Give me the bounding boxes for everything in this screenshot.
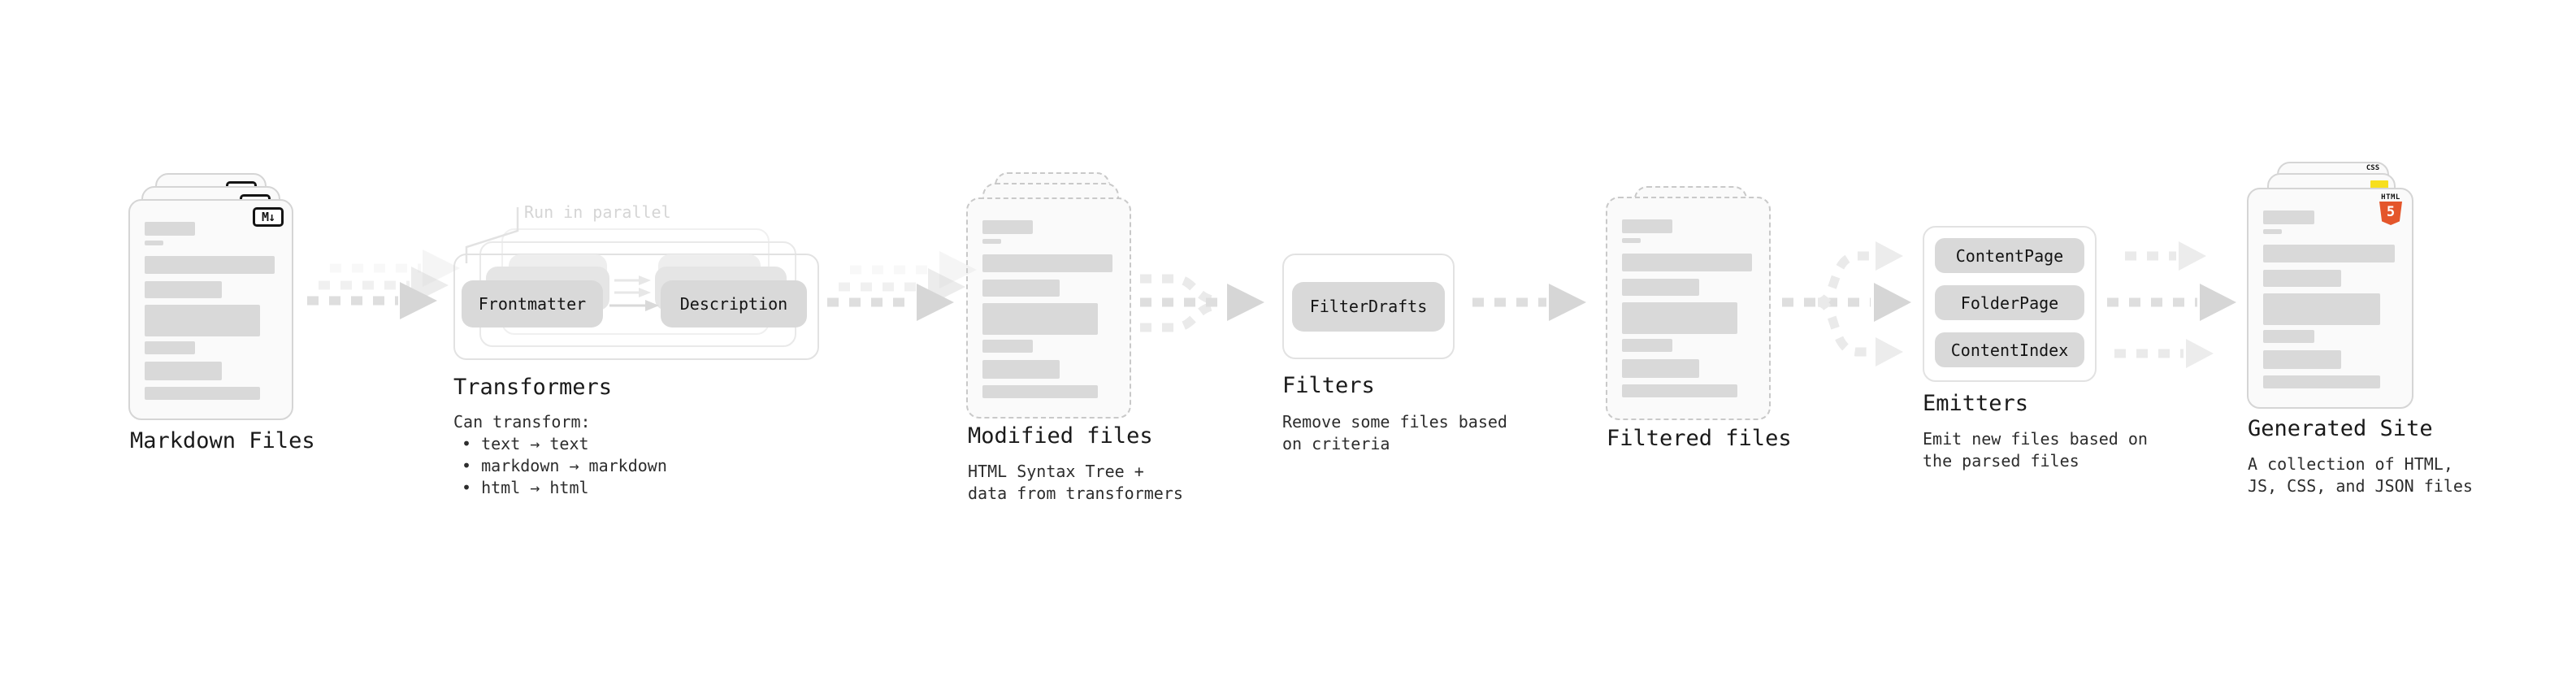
desc-line: JS, CSS, and JSON files — [2248, 476, 2473, 496]
desc-line: A collection of HTML, — [2248, 454, 2453, 474]
doc-text-bar — [1622, 219, 1672, 233]
pill-label: ContentIndex — [1950, 340, 2069, 360]
modified-files-description: HTML Syntax Tree + data from transformer… — [968, 461, 1183, 505]
arrow-filters-to-filtered — [1472, 284, 1586, 321]
desc-line: Emit new files based on — [1923, 429, 2148, 449]
generated-file-card-front: HTML 5 — [2247, 188, 2413, 409]
doc-text-bar — [2263, 245, 2395, 262]
markdown-file-card-front: M↓ — [128, 199, 293, 420]
markdown-icon-text: M↓ — [261, 210, 275, 224]
desc-line: on criteria — [1282, 434, 1390, 453]
markdown-icon: M↓ — [253, 207, 284, 227]
modified-file-card-front — [966, 197, 1131, 419]
emitter-pill-contentpage: ContentPage — [1935, 238, 2084, 273]
emitters-label: Emitters — [1923, 391, 2029, 416]
doc-text-bar — [145, 222, 195, 236]
arrow-markdown-to-transformers — [307, 249, 460, 319]
css-badge-text: CSS — [2366, 164, 2380, 172]
transformer-pill-description: Description — [661, 280, 807, 327]
doc-text-bar — [145, 256, 275, 274]
filters-label: Filters — [1282, 373, 1375, 398]
filter-pill-filterdrafts: FilterDrafts — [1292, 281, 1445, 332]
doc-text-bar — [1622, 302, 1737, 334]
pill-label: Description — [679, 294, 788, 314]
desc-line: Remove some files based — [1282, 412, 1507, 432]
doc-text-bar — [2263, 293, 2380, 325]
doc-text-bar — [145, 362, 222, 380]
doc-text-bar — [982, 220, 1033, 234]
emitter-pill-folderpage: FolderPage — [1935, 285, 2084, 320]
desc-line: data from transformers — [968, 484, 1183, 503]
run-in-parallel-annotation: Run in parallel — [524, 202, 671, 222]
arrow-emitters-to-generated — [2107, 241, 2236, 368]
emitters-description: Emit new files based on the parsed files — [1923, 428, 2148, 472]
filtered-files-label: Filtered files — [1607, 426, 1792, 451]
doc-text-bar — [145, 387, 260, 400]
transformers-label: Transformers — [453, 375, 613, 400]
doc-text-bar — [982, 385, 1098, 398]
filters-description: Remove some files based on criteria — [1282, 411, 1507, 455]
doc-text-bar — [1622, 384, 1737, 397]
desc-line: the parsed files — [1923, 451, 2079, 471]
modified-files-label: Modified files — [968, 423, 1153, 449]
desc-line: • text → text — [462, 434, 589, 453]
markdown-files-label: Markdown Files — [130, 428, 315, 453]
desc-line: • html → html — [462, 478, 589, 497]
doc-text-bar — [145, 281, 222, 298]
doc-text-bar — [1622, 359, 1699, 378]
doc-text-bar — [2263, 350, 2341, 369]
desc-line: Can transform: — [453, 412, 591, 432]
doc-content-placeholder — [982, 220, 1115, 398]
doc-content-placeholder — [1622, 219, 1754, 397]
doc-text-bar — [2263, 375, 2380, 388]
doc-text-bar — [2263, 210, 2314, 224]
desc-line: HTML Syntax Tree + — [968, 462, 1144, 481]
transformer-pill-frontmatter: Frontmatter — [462, 280, 603, 327]
transformers-description: Can transform: • text → text • markdown … — [453, 411, 667, 499]
doc-text-bar — [2263, 229, 2283, 234]
doc-text-bar — [1622, 254, 1752, 271]
generated-site-label: Generated Site — [2248, 416, 2433, 441]
pill-label: FilterDrafts — [1309, 297, 1428, 316]
doc-text-bar — [145, 305, 260, 336]
doc-content-placeholder — [2263, 210, 2397, 388]
doc-text-bar — [2263, 330, 2314, 343]
filters-box: FilterDrafts — [1282, 254, 1455, 359]
doc-text-bar — [982, 280, 1060, 297]
doc-content-placeholder — [145, 222, 277, 400]
html5-icon-number: 5 — [2386, 204, 2396, 220]
html5-icon-word: HTML — [2381, 193, 2400, 202]
doc-text-bar — [982, 303, 1098, 335]
pill-label: Frontmatter — [478, 294, 587, 314]
doc-text-bar — [982, 340, 1033, 353]
pill-label: FolderPage — [1960, 293, 2059, 313]
doc-text-bar — [982, 360, 1060, 379]
arrow-filtered-to-emitters — [1782, 241, 1911, 367]
doc-text-bar — [1622, 279, 1699, 296]
transformers-box — [453, 254, 819, 360]
doc-text-bar — [1622, 339, 1672, 352]
doc-text-bar — [1622, 238, 1641, 243]
desc-line: • markdown → markdown — [462, 456, 667, 475]
html5-icon: 5 — [2379, 202, 2402, 225]
doc-text-bar — [2263, 270, 2341, 287]
arrow-modified-to-filters — [1140, 274, 1264, 332]
emitters-box: ContentPage FolderPage ContentIndex — [1923, 226, 2097, 382]
emitter-pill-contentindex: ContentIndex — [1935, 332, 2084, 367]
doc-text-bar — [982, 254, 1112, 272]
doc-text-bar — [145, 241, 163, 245]
filtered-file-card-front — [1606, 197, 1771, 420]
pill-label: ContentPage — [1955, 245, 2064, 266]
doc-text-bar — [982, 239, 1001, 244]
arrow-transformers-to-modified — [827, 251, 977, 321]
generated-site-description: A collection of HTML, JS, CSS, and JSON … — [2248, 453, 2473, 497]
doc-text-bar — [145, 341, 195, 354]
